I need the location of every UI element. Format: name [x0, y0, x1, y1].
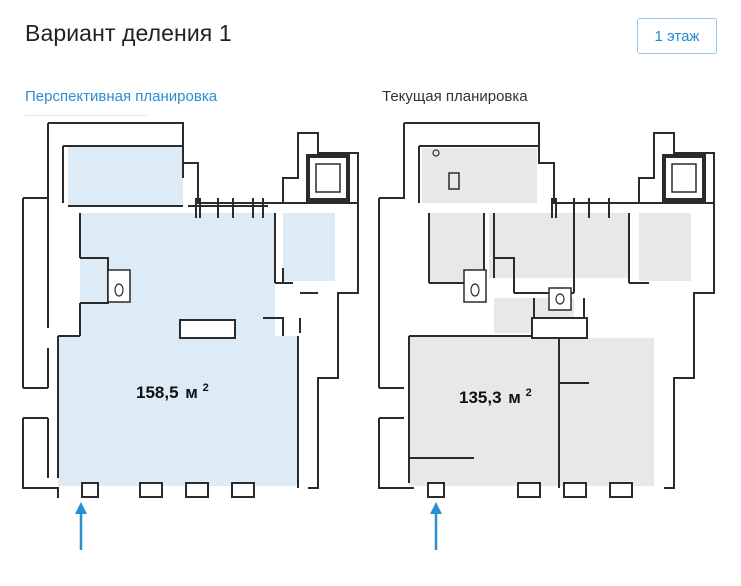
tab-current-layout[interactable]: Текущая планировка: [382, 88, 528, 105]
column: [179, 319, 236, 339]
windows-bottom: [81, 482, 255, 498]
room-right: [639, 213, 691, 281]
room-side: [559, 338, 654, 486]
area-label-current: 135,3 м 2: [459, 387, 532, 407]
room-main: [409, 336, 559, 486]
entrance-arrow-icon: [430, 502, 442, 550]
room-center: [489, 213, 629, 278]
chimney: [306, 154, 350, 202]
tab-underline: [25, 115, 147, 116]
room-fills: [58, 146, 335, 486]
chimney: [662, 154, 706, 202]
interior-wall: [408, 145, 649, 488]
floor-select-button[interactable]: 1 этаж: [637, 18, 717, 54]
wc-block-2: [548, 287, 572, 311]
room-top: [422, 148, 537, 203]
windows-bottom: [427, 482, 633, 498]
tab-perspective-layout[interactable]: Перспективная планировка: [25, 88, 218, 105]
fixture: [448, 172, 460, 190]
column: [531, 317, 588, 339]
room-fills: [409, 148, 691, 486]
wc-block: [107, 269, 131, 303]
room-main: [58, 336, 298, 486]
entrance-arrow-icon: [75, 502, 87, 550]
wc-block: [463, 269, 487, 303]
perspective-floor-plan: 158,5 м 2: [22, 122, 359, 550]
room-right: [283, 213, 335, 281]
area-label-perspective: 158,5 м 2: [136, 382, 209, 402]
page-title: Вариант деления 1: [25, 20, 232, 46]
toilet-icon: [555, 293, 565, 305]
toilet-icon: [470, 283, 480, 297]
current-floor-plan: 135,3 м 2: [378, 122, 715, 550]
room-top: [68, 146, 183, 206]
sink-icon: [432, 149, 440, 157]
toilet-icon: [114, 283, 124, 297]
